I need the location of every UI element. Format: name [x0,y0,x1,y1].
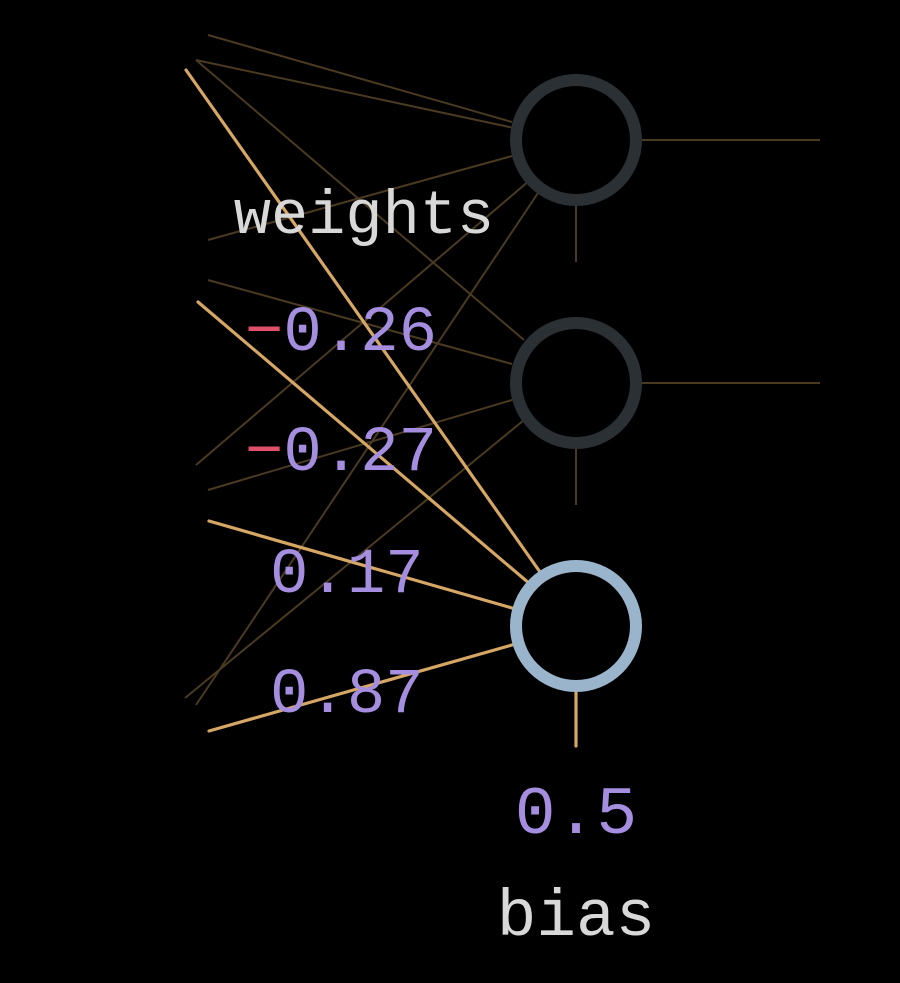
bias-label: bias [497,880,655,955]
neuron-active [510,560,642,692]
faint-edge [184,419,525,699]
neuron-inactive-middle [510,317,642,449]
faint-edge [195,59,525,341]
weight-value-2: −0.27 [245,418,437,490]
minus-sign: − [245,298,283,370]
active-edge-4 [207,643,514,733]
weight-number: 0.27 [283,418,437,490]
minus-sign: − [245,418,283,490]
weights-label: weights [234,181,494,252]
weight-value-3: 0.17 [270,540,424,612]
faint-edge [195,59,515,129]
active-edge-1 [184,68,542,574]
bias-value: 0.5 [515,777,637,854]
weight-value-4: 0.87 [270,660,424,732]
active-edges [184,68,578,748]
faint-edge [207,279,513,365]
neuron-inactive-top [510,74,642,206]
active-edge-2 [196,300,532,586]
faint-edge [207,34,513,123]
weight-number: 0.26 [283,298,437,370]
active-edge-3 [207,519,514,610]
weight-value-1: −0.26 [245,298,437,370]
weight-number: 0.17 [270,540,424,612]
faint-edge [207,399,513,491]
faint-edge [207,155,513,241]
weight-number: 0.87 [270,660,424,732]
